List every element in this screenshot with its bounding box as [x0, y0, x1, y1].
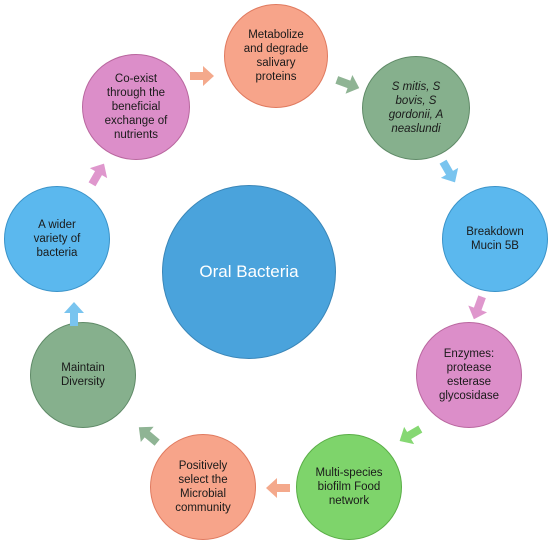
node-breakdown-mucin: Breakdown Mucin 5B: [442, 186, 548, 292]
node-positively-select: Positively select the Microbial communit…: [150, 434, 256, 540]
node-label: Co-exist through the beneficial exchange…: [104, 73, 168, 141]
cycle-arrow: [64, 302, 84, 326]
node-label: Breakdown Mucin 5B: [466, 226, 524, 252]
center-circle: Oral Bacteria: [162, 185, 336, 359]
node-label: Positively select the Microbial communit…: [175, 460, 231, 514]
node-label: Maintain Diversity: [60, 362, 106, 388]
node-species: S mitis, S bovis, S gordonii, A neaslund…: [362, 56, 470, 160]
center-label: Oral Bacteria: [199, 262, 299, 281]
node-label: Multi-species biofilm Food network: [315, 467, 383, 507]
node-co-exist: Co-exist through the beneficial exchange…: [82, 54, 190, 160]
cycle-arrow: [395, 420, 426, 449]
cycle-arrow: [333, 70, 362, 97]
cycle-arrow: [266, 478, 290, 498]
cycle-arrow: [132, 420, 163, 451]
cycle-arrow: [83, 159, 112, 190]
node-label: Metabolize and degrade salivary proteins: [243, 29, 309, 83]
cycle-arrow: [190, 66, 214, 86]
node-maintain-diversity: Maintain Diversity: [30, 322, 136, 428]
node-label: A wider variety of bacteria: [33, 219, 81, 259]
node-metabolize: Metabolize and degrade salivary proteins: [224, 4, 328, 108]
node-wider-variety: A wider variety of bacteria: [4, 186, 110, 292]
node-label: S mitis, S bovis, S gordonii, A neaslund…: [388, 81, 444, 135]
cycle-arrow: [434, 157, 463, 188]
node-label: Enzymes: protease esterase glycosidase: [438, 348, 500, 402]
node-enzymes: Enzymes: protease esterase glycosidase: [416, 322, 522, 428]
node-biofilm: Multi-species biofilm Food network: [296, 434, 402, 540]
cycle-arrow: [464, 293, 491, 322]
